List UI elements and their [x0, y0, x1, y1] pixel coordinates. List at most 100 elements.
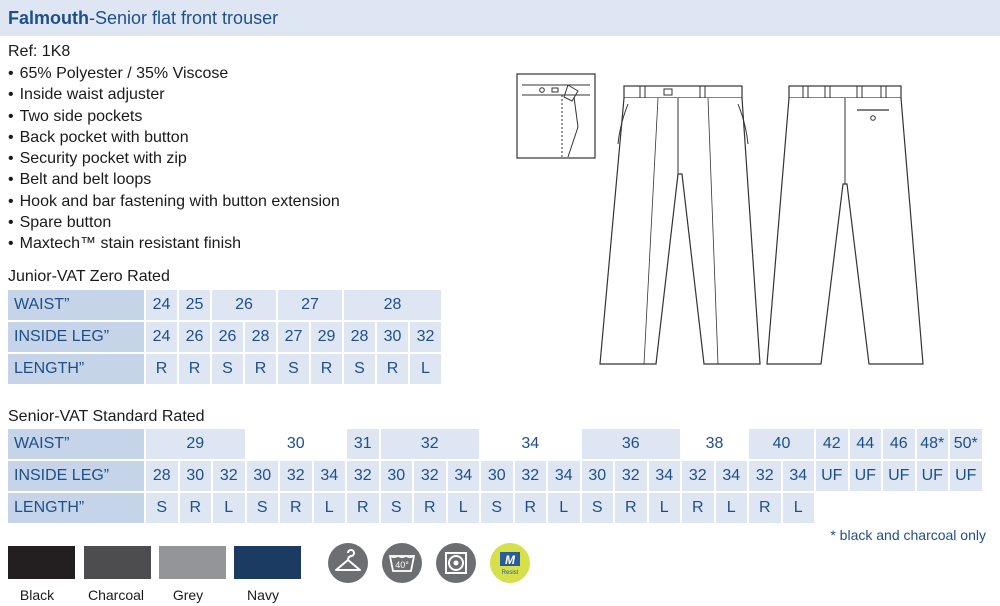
senior-length-row: LENGTH” S R L S R L R S R L S R L S R L …: [8, 493, 982, 523]
leg-cell: 26: [212, 322, 243, 352]
leg-cell: 34: [648, 461, 680, 491]
feature-item: Two side pockets: [8, 106, 340, 127]
waist-cell: 48*: [916, 429, 948, 459]
leg-cell: 34: [782, 461, 814, 491]
length-cell: L: [313, 493, 345, 523]
leg-cell: 32: [410, 322, 441, 352]
leg-cell: UF: [816, 461, 848, 491]
junior-inside-leg-row: INSIDE LEG” 24 26 26 28 27 29 28 30 32: [8, 322, 441, 352]
length-cell: [883, 493, 915, 523]
leg-cell: 34: [548, 461, 580, 491]
feature-item: Hook and bar fastening with button exten…: [8, 191, 340, 212]
wash-temp-text: 40°: [395, 560, 409, 570]
hang-dry-icon: [328, 543, 368, 583]
waist-cell: 29: [146, 429, 245, 459]
swatch-navy: [234, 546, 301, 579]
row-header: INSIDE LEG”: [8, 322, 144, 352]
length-cell: R: [245, 354, 276, 384]
waist-cell: 50*: [950, 429, 982, 459]
length-cell: [916, 493, 948, 523]
leg-cell: UF: [849, 461, 881, 491]
feature-item: 65% Polyester / 35% Viscose: [8, 63, 340, 84]
feature-item: Maxtech™ stain resistant finish: [8, 233, 340, 254]
leg-cell: 32: [280, 461, 312, 491]
leg-cell: 24: [146, 322, 177, 352]
length-cell: L: [213, 493, 245, 523]
wash-40-icon: 40°: [382, 543, 422, 583]
leg-cell: 32: [615, 461, 647, 491]
leg-cell: 30: [380, 461, 412, 491]
length-cell: S: [212, 354, 243, 384]
senior-size-table: WAIST” 29 30 31 32 34 36 38 40 42 44 46 …: [6, 427, 984, 525]
waist-cell: 38: [682, 429, 747, 459]
row-header: INSIDE LEG”: [8, 461, 144, 491]
leg-cell: 34: [715, 461, 747, 491]
waist-cell: 26: [212, 290, 276, 320]
row-header: LENGTH”: [8, 354, 144, 384]
trouser-front-drawing: [599, 85, 761, 365]
waist-cell: 44: [849, 429, 881, 459]
feature-item: Back pocket with button: [8, 127, 340, 148]
length-cell: S: [146, 493, 178, 523]
leg-cell: 32: [682, 461, 714, 491]
senior-waist-row: WAIST” 29 30 31 32 34 36 38 40 42 44 46 …: [8, 429, 982, 459]
row-header: WAIST”: [8, 429, 144, 459]
waist-cell: 27: [278, 290, 342, 320]
colour-label: Navy: [247, 587, 279, 603]
leg-cell: 29: [311, 322, 342, 352]
length-cell: S: [246, 493, 278, 523]
feature-item: Security pocket with zip: [8, 148, 340, 169]
feature-item: Inside waist adjuster: [8, 84, 340, 105]
product-brand: Falmouth: [8, 8, 89, 28]
length-cell: R: [179, 354, 210, 384]
leg-cell: UF: [916, 461, 948, 491]
leg-cell: 30: [246, 461, 278, 491]
length-cell: S: [278, 354, 309, 384]
length-cell: R: [414, 493, 446, 523]
length-cell: S: [344, 354, 375, 384]
tumble-dry-icon: [436, 543, 476, 583]
leg-cell: 30: [481, 461, 513, 491]
waist-cell: 25: [179, 290, 210, 320]
resist-label: Resist: [502, 570, 519, 576]
junior-size-table: WAIST” 24 25 26 27 28 INSIDE LEG” 24 26 …: [6, 288, 443, 386]
leg-cell: 32: [514, 461, 546, 491]
leg-cell: 28: [146, 461, 178, 491]
length-cell: L: [410, 354, 441, 384]
waist-cell: 32: [380, 429, 479, 459]
leg-cell: 30: [581, 461, 613, 491]
leg-cell: UF: [883, 461, 915, 491]
waist-cell: 31: [347, 429, 379, 459]
length-cell: L: [648, 493, 680, 523]
length-cell: [950, 493, 982, 523]
length-cell: R: [347, 493, 379, 523]
leg-cell: 26: [179, 322, 210, 352]
colour-label: Charcoal: [87, 587, 145, 603]
colour-label: Grey: [172, 587, 204, 603]
leg-cell: 28: [245, 322, 276, 352]
waist-cell: 46: [883, 429, 915, 459]
row-header: LENGTH”: [8, 493, 144, 523]
junior-waist-row: WAIST” 24 25 26 27 28: [8, 290, 441, 320]
waist-cell: 40: [749, 429, 814, 459]
waist-cell: 36: [581, 429, 680, 459]
row-header: WAIST”: [8, 290, 144, 320]
feature-item: Belt and belt loops: [8, 169, 340, 190]
waist-cell: 28: [344, 290, 441, 320]
trouser-back-drawing: [766, 85, 924, 365]
waist-cell: 34: [481, 429, 580, 459]
swatch-black: [8, 546, 75, 579]
length-cell: R: [377, 354, 408, 384]
leg-cell: 32: [213, 461, 245, 491]
length-cell: L: [548, 493, 580, 523]
leg-cell: UF: [950, 461, 982, 491]
leg-cell: 32: [347, 461, 379, 491]
length-cell: L: [447, 493, 479, 523]
senior-label: Senior-VAT Standard Rated: [8, 408, 205, 425]
leg-cell: 27: [278, 322, 309, 352]
junior-length-row: LENGTH” R R S R S R S R L: [8, 354, 441, 384]
product-subtitle: -Senior flat front trouser: [89, 8, 279, 28]
length-cell: R: [280, 493, 312, 523]
waist-cell: 42: [816, 429, 848, 459]
length-cell: L: [782, 493, 814, 523]
